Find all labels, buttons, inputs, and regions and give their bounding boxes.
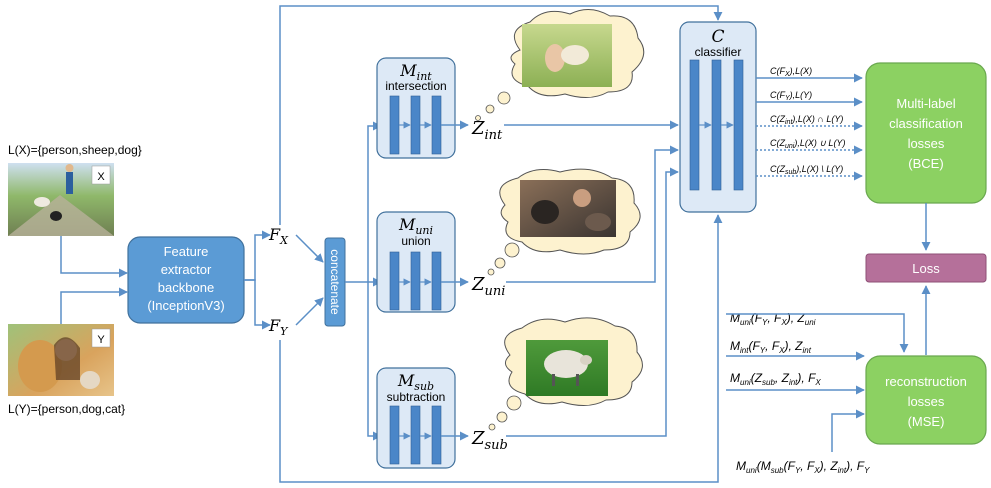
classifier-output-label: C(Zsub),L(X) \ L(Y) <box>770 164 843 176</box>
svg-text:classification: classification <box>889 116 963 131</box>
svg-text:(BCE): (BCE) <box>908 156 943 171</box>
module-uni-label: union <box>401 234 430 248</box>
feature-fx: FX <box>268 225 289 247</box>
concatenate-block: concatenate <box>324 237 346 327</box>
svg-text:losses: losses <box>908 394 945 409</box>
tag-x: X <box>97 171 105 183</box>
image-y: Y <box>8 324 114 396</box>
module-uni-symbol: Muni <box>398 215 433 237</box>
label-y: L(Y)={person,dog,cat} <box>8 402 125 416</box>
label-x: L(X)={person,sheep,dog} <box>8 143 142 157</box>
module-int-symbol: Mint <box>399 61 432 83</box>
mse-loss-box: reconstruction losses (MSE) <box>865 355 987 445</box>
svg-text:Multi-label: Multi-label <box>896 96 955 111</box>
classifier-outputs: C(FX),L(X) C(FY),L(Y) C(Zint),L(X) ∩ L(Y) C… <box>756 66 863 181</box>
module-intersection: Mint intersection <box>376 57 456 159</box>
feature-fy: FY <box>268 316 289 338</box>
total-loss-box: Loss <box>865 253 987 283</box>
z-uni: Zuni <box>471 274 505 299</box>
reconstruction-input-formula: Muni(Zsub, Zint), FX <box>730 371 821 387</box>
feature-extractor-backbone: Feature extractor backbone (InceptionV3) <box>127 236 245 324</box>
svg-text:reconstruction: reconstruction <box>885 374 967 389</box>
z-sub: Zsub <box>471 428 508 453</box>
module-union: Muni union <box>376 211 456 313</box>
z-int: Zint <box>471 118 503 143</box>
module-subtraction: Msub subtraction <box>376 367 456 469</box>
reconstruction-input-formula: Mint(FY, FX), Zint <box>730 339 812 355</box>
bce-loss-box: Multi-label classification losses (BCE) <box>865 62 987 204</box>
classifier-output-label: C(Zint),L(X) ∩ L(Y) <box>770 114 843 126</box>
concatenate-label: concatenate <box>328 249 342 315</box>
thought-cloud-int <box>475 9 645 121</box>
tag-y: Y <box>97 334 105 346</box>
svg-text:Feature: Feature <box>164 244 209 259</box>
svg-text:(InceptionV3): (InceptionV3) <box>147 298 224 313</box>
classifier-output-label: C(FY),L(Y) <box>770 90 812 102</box>
svg-text:losses: losses <box>908 136 945 151</box>
classifier: C classifier <box>679 21 757 213</box>
classifier-symbol: C <box>711 27 724 47</box>
reconstruction-input-formula: Muni(Msub(FY, FX), Zint), FY <box>736 459 870 475</box>
classifier-output-label: C(FX),L(X) <box>770 66 812 78</box>
thought-cloud-sub <box>488 317 643 431</box>
classifier-label: classifier <box>695 45 742 59</box>
svg-text:(MSE): (MSE) <box>908 414 945 429</box>
loss-label: Loss <box>912 261 940 276</box>
module-int-label: intersection <box>385 79 446 93</box>
classifier-output-label: C(Zuni),L(X) ∪ L(Y) <box>770 138 845 150</box>
svg-text:extractor: extractor <box>161 262 212 277</box>
image-x: X <box>8 163 114 236</box>
svg-text:backbone: backbone <box>158 280 214 295</box>
module-sub-symbol: Msub <box>397 371 434 393</box>
module-sub-label: subtraction <box>387 390 446 404</box>
thought-cloud-uni <box>487 168 641 276</box>
